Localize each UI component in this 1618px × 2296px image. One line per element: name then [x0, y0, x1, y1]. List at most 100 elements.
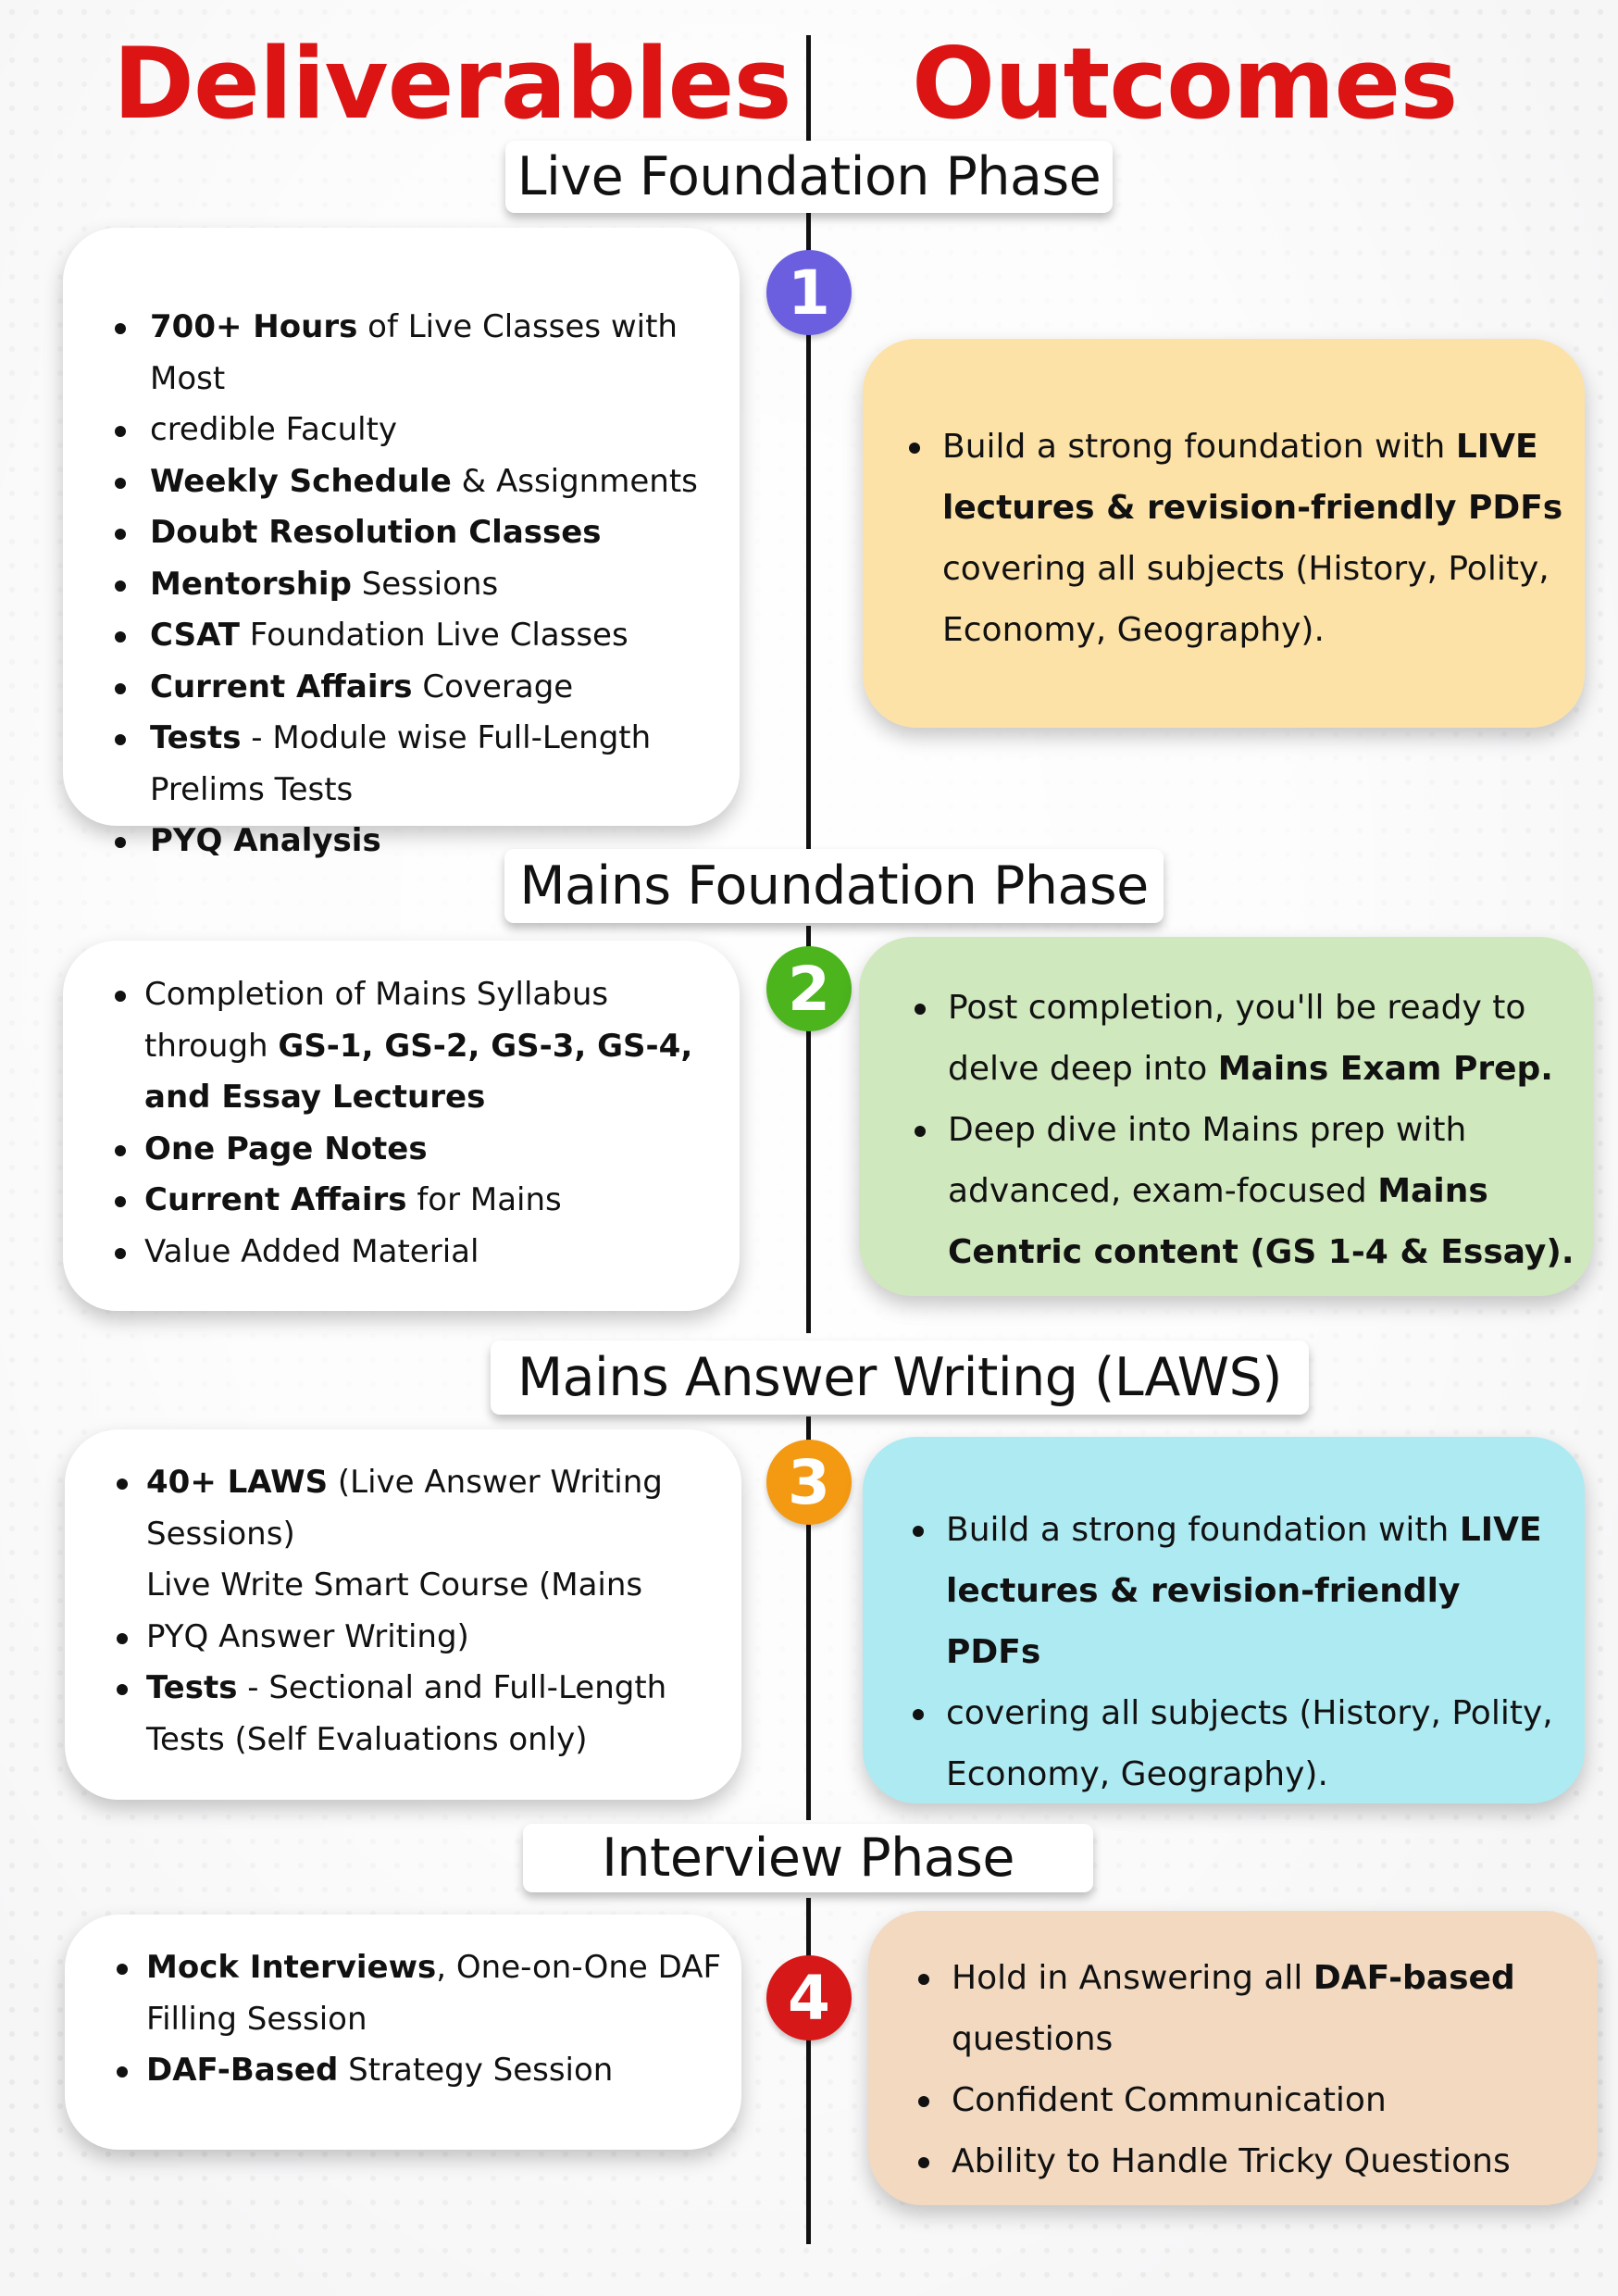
list-item: 700+ Hours of Live Classes with Most [115, 302, 721, 405]
text: Completion of Mains Syllabus through [144, 976, 609, 1065]
text: covering all subjects (History, Polity, … [942, 550, 1550, 649]
list-item: Tests - Module wise Full-Length Prelims … [115, 713, 721, 816]
text: of Live Classes with Most [150, 308, 678, 397]
text: - Module wise Full-Length Prelims Tests [150, 719, 652, 808]
bold-text: Tests [146, 1669, 238, 1706]
text: Value Added Material [144, 1232, 479, 1270]
text: & Assignments [451, 462, 698, 500]
phase-4-number-badge: 4 [766, 1955, 852, 2040]
phase-1-number-badge: 1 [766, 250, 852, 335]
phase-1-deliverables-list: 700+ Hours of Live Classes with Most cred… [115, 302, 721, 867]
timeline-line [806, 1416, 811, 1820]
timeline-line [806, 211, 811, 850]
phase-1-outcomes-card: Build a strong foundation with LIVE lect… [863, 339, 1585, 728]
bold-text: PYQ Analysis [150, 822, 381, 859]
bold-text: Mock Interviews [146, 1949, 437, 1986]
list-item: Tests - Sectional and Full-Length Tests … [117, 1663, 723, 1766]
list-item: Hold in Answering all DAF-based question… [918, 1948, 1579, 2070]
list-item: Post completion, you'll be ready to delv… [915, 978, 1574, 1100]
timeline-line [806, 926, 811, 1333]
bold-text: LIVE lectures & revision-friendly PDFs [942, 428, 1563, 527]
text: Deep dive into Mains prep with advanced,… [948, 1111, 1467, 1210]
list-item: PYQ Answer Writing) [117, 1612, 723, 1664]
phase-1-deliverables-card: 700+ Hours of Live Classes with Most cred… [63, 228, 740, 859]
phase-4-deliverables-list: Mock Interviews, One-on-One DAF Filling … [117, 1942, 723, 2097]
bold-text: DAF-based [1313, 1959, 1515, 1997]
timeline-line [806, 35, 811, 141]
list-item: Completion of Mains Syllabus through GS-… [115, 969, 721, 1124]
list-item: Current Affairs for Mains [115, 1175, 721, 1227]
list-item: Value Added Material [115, 1227, 721, 1279]
phase-2-title: Mains Foundation Phase [504, 849, 1164, 923]
list-item: Build a strong foundation with LIVE lect… [913, 1500, 1566, 1683]
text: Build a strong foundation with [946, 1511, 1460, 1549]
phase-3-outcomes-list: Build a strong foundation with LIVE lect… [913, 1500, 1566, 1805]
list-item: Deep dive into Mains prep with advanced,… [915, 1100, 1574, 1283]
deliverables-heading: Deliverables [113, 27, 792, 141]
text: Ability to Handle Tricky Questions [952, 2142, 1511, 2180]
bold-text: Current Affairs [144, 1181, 407, 1218]
bold-text: Doubt Resolution Classes [150, 514, 602, 551]
phase-3-number-badge: 3 [766, 1440, 852, 1525]
phase-2-outcomes-list: Post completion, you'll be ready to delv… [915, 978, 1574, 1283]
phase-1-title: Live Foundation Phase [505, 141, 1113, 213]
list-item: Build a strong foundation with LIVE lect… [909, 417, 1566, 661]
bold-text: CSAT [150, 617, 240, 654]
phase-4-deliverables-card: Mock Interviews, One-on-One DAF Filling … [65, 1915, 741, 2150]
list-item: 40+ LAWS (Live Answer Writing Sessions) … [117, 1457, 723, 1612]
text: (Live Answer Writing Sessions) Live Writ… [146, 1464, 663, 1603]
list-item: CSAT Foundation Live Classes [115, 610, 721, 662]
text: Post completion, you'll be ready to delv… [948, 989, 1526, 1088]
phase-4-outcomes-list: Hold in Answering all DAF-based question… [918, 1948, 1579, 2192]
bold-text: DAF-Based [146, 2052, 339, 2089]
text: for Mains [406, 1181, 562, 1218]
list-item: credible Faculty [115, 405, 721, 456]
phase-1-outcomes-list: Build a strong foundation with LIVE lect… [909, 417, 1566, 661]
outcomes-heading: Outcomes [912, 27, 1458, 141]
text: , One-on-One DAF Filling Session [146, 1949, 722, 2038]
list-item: DAF-Based Strategy Session [117, 2045, 723, 2097]
list-item: Confident Communication [918, 2070, 1579, 2131]
list-item: covering all subjects (History, Polity, … [913, 1683, 1566, 1805]
list-item: PYQ Analysis [115, 816, 721, 867]
text: Coverage [412, 668, 574, 705]
text: - Sectional and Full-Length Tests (Self … [146, 1669, 667, 1758]
bold-text: One Page Notes [144, 1129, 428, 1167]
list-item: Doubt Resolution Classes [115, 507, 721, 559]
text: covering all subjects (History, Polity, … [946, 1694, 1553, 1793]
text: Strategy Session [338, 2052, 614, 2089]
bold-text: 40+ LAWS [146, 1464, 329, 1501]
phase-3-deliverables-card: 40+ LAWS (Live Answer Writing Sessions) … [65, 1429, 741, 1800]
text: Confident Communication [952, 2081, 1387, 2119]
text: Hold in Answering all [952, 1959, 1313, 1997]
text: questions [952, 2020, 1114, 2058]
phase-2-deliverables-list: Completion of Mains Syllabus through GS-… [115, 969, 721, 1278]
bold-text: Tests [150, 719, 242, 756]
text: credible Faculty [150, 411, 398, 448]
bold-text: Current Affairs [150, 668, 413, 705]
bold-text: Mains Centric content (GS 1-4 & Essay). [948, 1172, 1574, 1271]
phase-4-outcomes-card: Hold in Answering all DAF-based question… [868, 1911, 1598, 2205]
phase-3-deliverables-list: 40+ LAWS (Live Answer Writing Sessions) … [117, 1457, 723, 1766]
text: PYQ Answer Writing) [146, 1617, 469, 1655]
list-item: Mentorship Sessions [115, 559, 721, 611]
text: Sessions [351, 565, 499, 603]
bold-text: Mains Exam Prep. [1217, 1050, 1553, 1088]
list-item: Weekly Schedule & Assignments [115, 456, 721, 508]
text: Build a strong foundation with [942, 428, 1456, 466]
list-item: Ability to Handle Tricky Questions [918, 2131, 1579, 2192]
list-item: One Page Notes [115, 1124, 721, 1176]
bold-text: 700+ Hours [150, 308, 358, 345]
bold-text: Mentorship [150, 565, 352, 603]
bold-text: GS-1, GS-2, GS-3, GS-4, and Essay Lectur… [144, 1027, 693, 1117]
phase-4-title: Interview Phase [523, 1824, 1093, 1892]
timeline-line [806, 1898, 811, 2244]
phase-3-title: Mains Answer Writing (LAWS) [491, 1341, 1309, 1415]
bold-text: LIVE lectures & revision-friendly PDFs [946, 1511, 1542, 1671]
text: Foundation Live Classes [239, 617, 629, 654]
phase-3-outcomes-card: Build a strong foundation with LIVE lect… [863, 1437, 1585, 1803]
phase-2-number-badge: 2 [766, 946, 852, 1031]
list-item: Mock Interviews, One-on-One DAF Filling … [117, 1942, 723, 2045]
phase-2-outcomes-card: Post completion, you'll be ready to delv… [859, 937, 1593, 1296]
phase-2-deliverables-card: Completion of Mains Syllabus through GS-… [63, 941, 740, 1311]
